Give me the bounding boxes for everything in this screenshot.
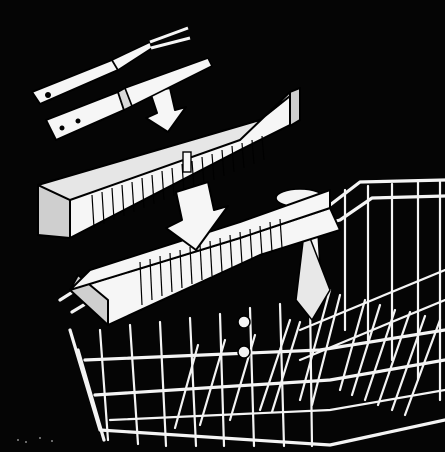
scan-noise [17, 437, 53, 443]
knife-icon [46, 58, 212, 140]
